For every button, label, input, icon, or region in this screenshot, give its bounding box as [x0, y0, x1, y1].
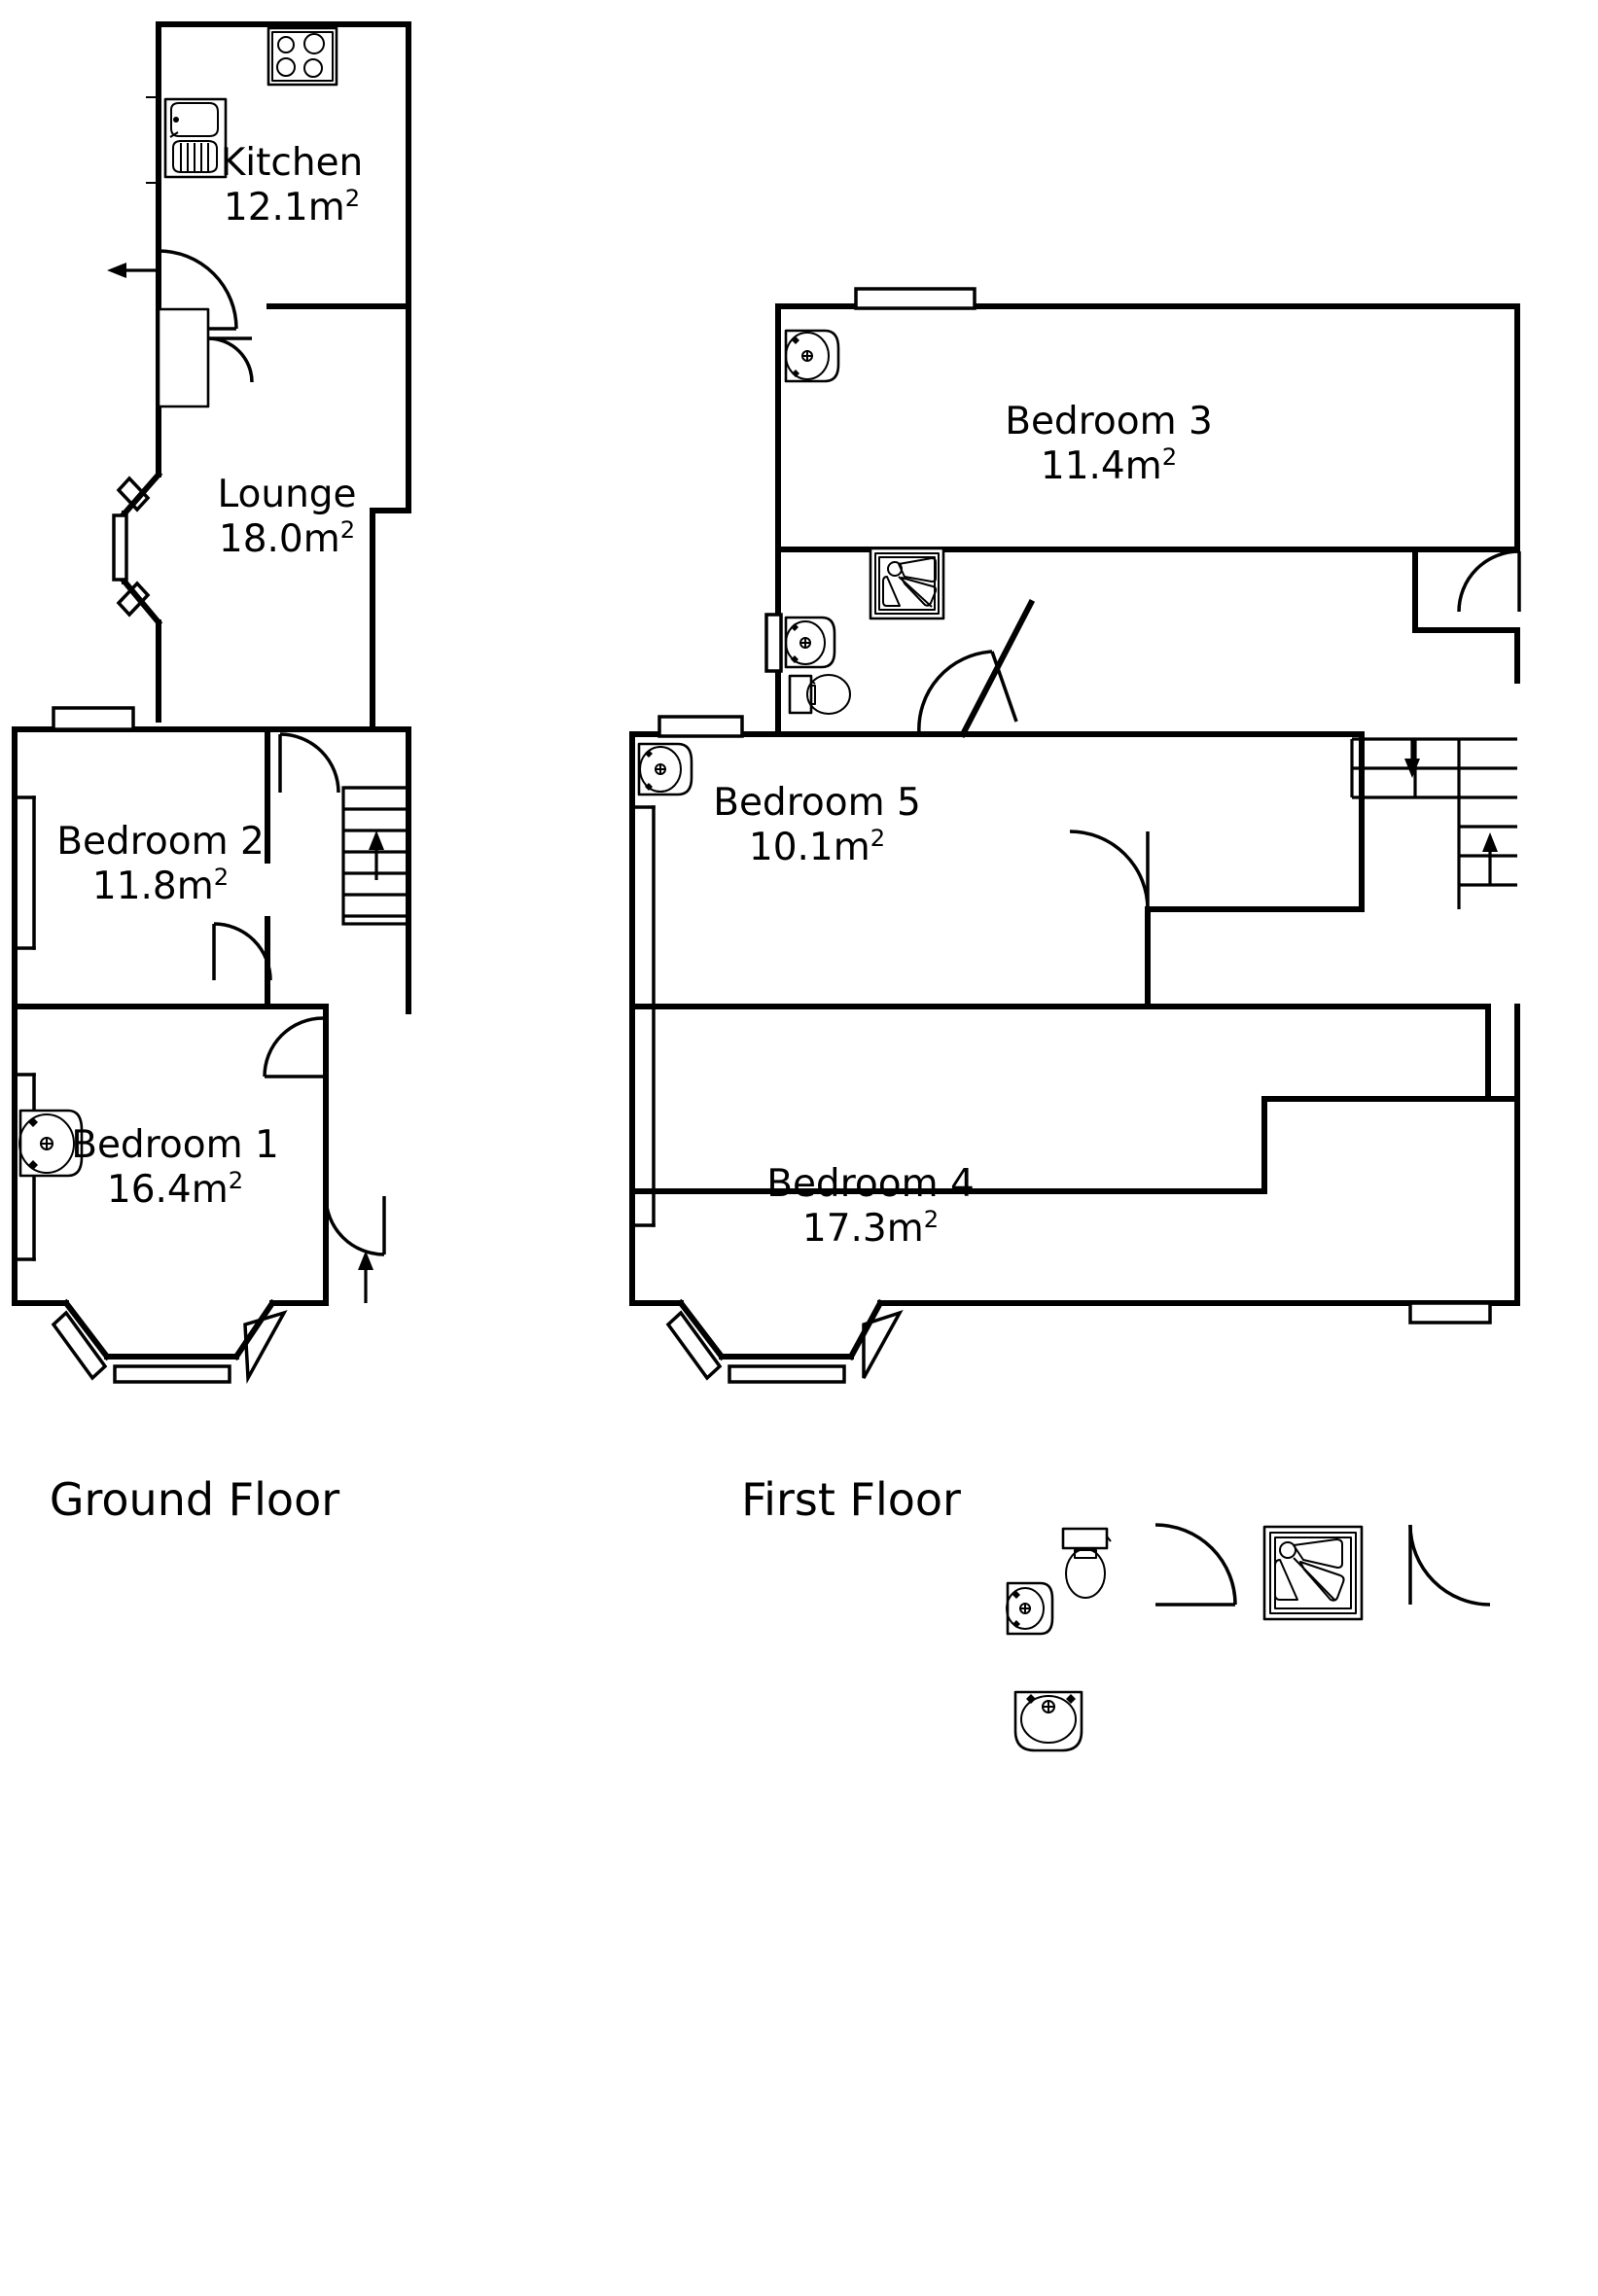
wash-basin-icon — [1013, 1690, 1083, 1752]
wash-basin-icon — [1006, 1581, 1054, 1636]
kitchen-sink-icon — [146, 96, 228, 184]
bay-window-pane-lower — [116, 581, 151, 618]
landing-door-upper — [1457, 549, 1521, 613]
bay1-splay-left — [61, 1298, 112, 1361]
floor-title-first: First Floor — [741, 1473, 961, 1526]
first-staircase — [1350, 737, 1517, 909]
bedroom2-door — [212, 922, 272, 981]
front-door-arrow-up — [358, 1251, 373, 1303]
bay4-splay-right — [846, 1298, 885, 1361]
bay-window-pane-upper — [116, 476, 151, 512]
bathroom-door-lower — [1154, 1523, 1237, 1607]
bedroom2-window — [52, 706, 135, 731]
first-floor-geometry — [629, 287, 1521, 1752]
bay4-window-pane-right — [862, 1309, 904, 1379]
toilet-icon — [1061, 1527, 1112, 1599]
bathroom-door — [921, 936, 928, 941]
shower-tray-icon — [869, 547, 945, 620]
bay1-window-pane-left — [51, 1310, 108, 1381]
wash-basin-icon — [784, 329, 840, 383]
bedroom1-door — [263, 1016, 324, 1078]
bay1-window-pane-right — [243, 1310, 288, 1385]
bedroom4-window — [1408, 1301, 1492, 1325]
bedroom4-door — [1408, 1524, 1491, 1607]
shower-tray-icon — [1262, 1525, 1364, 1621]
front-door — [324, 1195, 386, 1256]
wash-basin-icon — [637, 742, 693, 796]
bay1-splay-right — [231, 1298, 277, 1361]
landing-inner-door — [917, 650, 1018, 735]
toilet-icon — [788, 674, 851, 715]
wash-basin-icon — [764, 613, 836, 673]
wash-basin-icon — [18, 1109, 84, 1178]
hall-door — [207, 336, 254, 383]
bay4-window-center — [728, 1364, 846, 1384]
bay4-splay-left — [676, 1298, 727, 1361]
bedroom5-window — [657, 715, 744, 738]
hob-icon — [266, 26, 338, 87]
bay-splay-upper — [120, 470, 163, 518]
ground-floor-geometry — [12, 21, 411, 1385]
bay1-window-center — [113, 1364, 231, 1384]
ground-staircase — [341, 786, 410, 926]
hall-cupboard — [157, 307, 210, 444]
entrance-arrow-left — [107, 263, 159, 278]
bedroom5-door — [1069, 830, 1150, 910]
lounge-door — [278, 732, 340, 794]
bedroom3-window — [854, 287, 977, 310]
bay4-window-pane-left — [665, 1310, 723, 1381]
bay-window-center — [112, 513, 128, 582]
kitchen-outer-wall — [156, 21, 411, 309]
floor-title-ground: Ground Floor — [49, 1473, 340, 1526]
